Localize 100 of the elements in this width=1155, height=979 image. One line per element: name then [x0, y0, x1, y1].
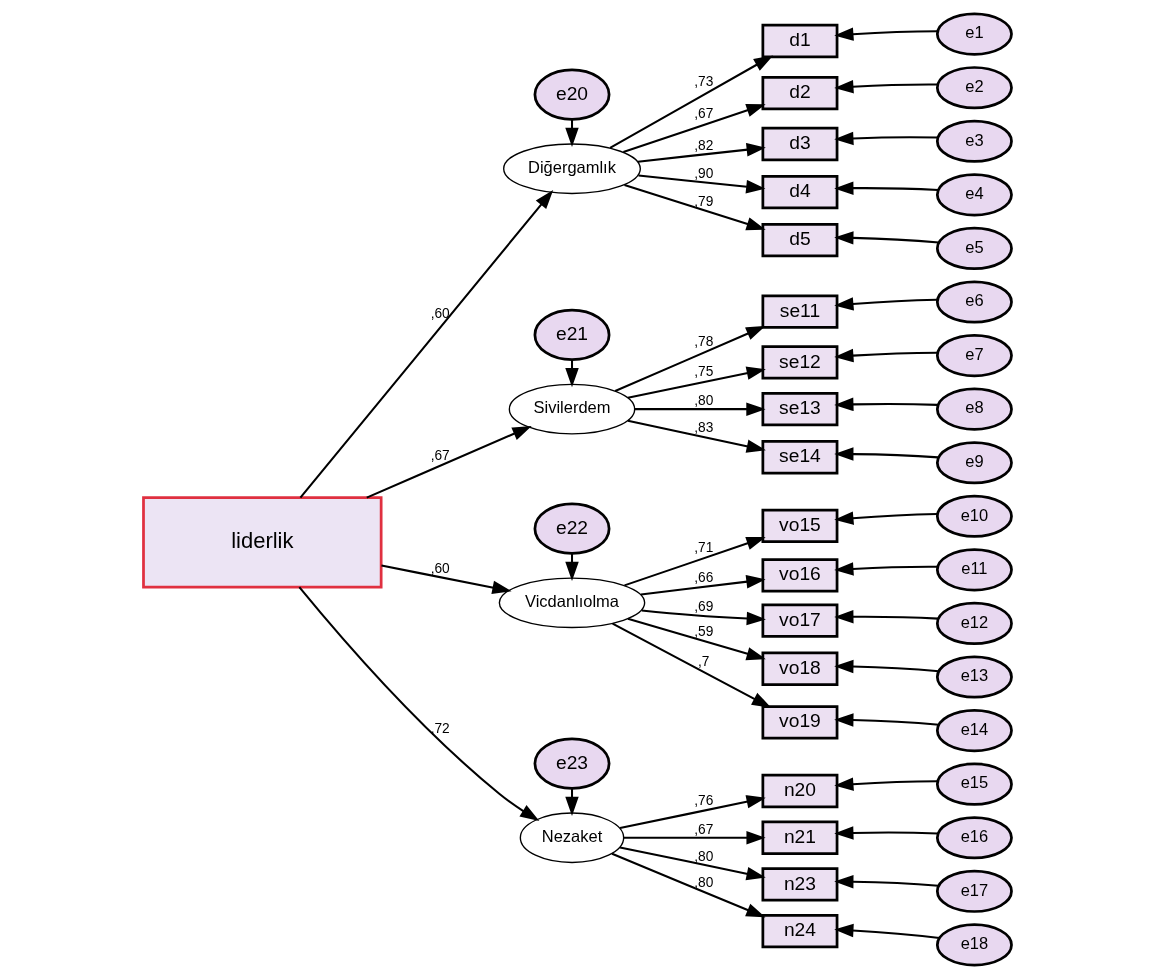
node-ellipse: e17 — [935, 869, 1013, 913]
edge-label: ,59 — [694, 623, 714, 639]
node-ellipse: e2 — [935, 66, 1013, 110]
edge-label: ,67 — [694, 105, 714, 121]
arrow — [609, 55, 774, 149]
node-ellipse: e10 — [935, 494, 1013, 538]
arrow — [624, 183, 766, 231]
node-box: vo15 — [761, 508, 839, 544]
node-ellipse: e12 — [935, 601, 1013, 645]
node-ellipse: e1 — [935, 12, 1013, 56]
edge-label: ,71 — [694, 540, 714, 555]
node-box: d3 — [761, 126, 839, 162]
arrow — [637, 143, 766, 163]
node-box: se11 — [761, 294, 839, 329]
node-box: n21 — [761, 820, 839, 855]
edge-label: ,82 — [694, 137, 714, 153]
node-ellipse: e23 — [533, 737, 611, 790]
node-box: d4 — [761, 174, 839, 210]
node-ellipse: Diğergamlık — [503, 143, 641, 195]
node-ellipse: Nezaket — [519, 812, 625, 864]
arrow — [834, 348, 938, 363]
node-box: d5 — [761, 223, 839, 258]
node-box: n24 — [761, 913, 839, 949]
edge-label: ,67 — [694, 821, 714, 837]
arrow — [623, 831, 766, 845]
edge-label: ,60 — [430, 560, 450, 576]
arrow — [834, 131, 938, 146]
arrow — [366, 426, 532, 499]
node-ellipse: e15 — [935, 762, 1013, 806]
node-ellipse: e18 — [935, 923, 1013, 967]
node-box: n20 — [761, 773, 839, 809]
arrow — [834, 297, 938, 311]
node-ellipse: e9 — [935, 441, 1013, 485]
arrow — [634, 402, 766, 416]
edge-label: ,69 — [694, 599, 714, 615]
node-box: vo16 — [761, 558, 839, 593]
edge-label: ,7 — [698, 654, 710, 670]
arrow — [381, 564, 512, 595]
arrow — [834, 923, 940, 940]
arrow — [640, 575, 766, 596]
node-box: se13 — [761, 391, 839, 427]
arrow — [834, 713, 939, 727]
arrow — [612, 622, 772, 708]
arrow — [627, 419, 766, 453]
edge-label: ,79 — [694, 193, 714, 209]
arrow — [611, 852, 766, 918]
arrow — [834, 777, 938, 791]
arrow — [638, 174, 766, 194]
node-ellipse: e7 — [935, 334, 1013, 378]
node-ellipse: e14 — [935, 709, 1013, 753]
node-ellipse: e11 — [935, 548, 1013, 592]
edge-label: ,90 — [694, 166, 714, 182]
node-box: d1 — [761, 23, 839, 59]
node-ellipse: e21 — [533, 308, 611, 362]
edge-label: ,73 — [694, 74, 714, 90]
arrow — [834, 659, 939, 674]
arrow — [834, 610, 939, 624]
arrow — [614, 325, 766, 392]
edge-label: ,67 — [430, 447, 450, 463]
edge-label: ,80 — [694, 849, 714, 865]
arrow — [834, 826, 938, 840]
arrow — [624, 536, 766, 587]
node-ellipse: e4 — [935, 173, 1013, 217]
edge-label: ,80 — [694, 393, 714, 409]
node-ellipse: e22 — [533, 502, 611, 555]
node-ellipse: e16 — [935, 816, 1013, 860]
arrow — [834, 181, 939, 195]
arrow — [834, 231, 939, 245]
arrow — [834, 511, 938, 525]
node-ellipse: e13 — [935, 655, 1013, 699]
node-ellipse: e6 — [935, 280, 1013, 324]
arrow — [834, 27, 938, 41]
edge-label: ,76 — [694, 792, 714, 808]
edge-label: ,66 — [694, 570, 714, 586]
node-box: n23 — [761, 867, 839, 902]
node-ellipse: e8 — [935, 387, 1013, 431]
node-box: d2 — [761, 76, 839, 111]
arrow — [641, 609, 766, 626]
arrow — [619, 795, 766, 830]
node-ellipse: Sivilerdem — [508, 383, 636, 435]
arrow — [834, 397, 938, 412]
arrow — [299, 189, 554, 499]
node-box: liderlik — [142, 496, 383, 589]
node-ellipse: e3 — [935, 119, 1013, 163]
edge-label: ,60 — [430, 306, 450, 322]
node-box: vo19 — [761, 705, 839, 740]
arrow — [627, 366, 766, 399]
node-ellipse: Vicdanlıolma — [498, 577, 646, 629]
edge-label: ,78 — [694, 333, 714, 349]
arrow — [619, 846, 766, 881]
edge-label: ,72 — [430, 721, 450, 737]
arrow — [834, 875, 939, 889]
edge-label: ,80 — [694, 875, 714, 891]
node-ellipse: e5 — [935, 226, 1013, 270]
node-box: vo17 — [761, 603, 839, 638]
arrow — [623, 103, 766, 153]
node-box: se12 — [761, 345, 839, 380]
arrow — [298, 586, 540, 821]
node-ellipse: e20 — [533, 68, 611, 121]
edge-label: ,83 — [694, 420, 714, 436]
